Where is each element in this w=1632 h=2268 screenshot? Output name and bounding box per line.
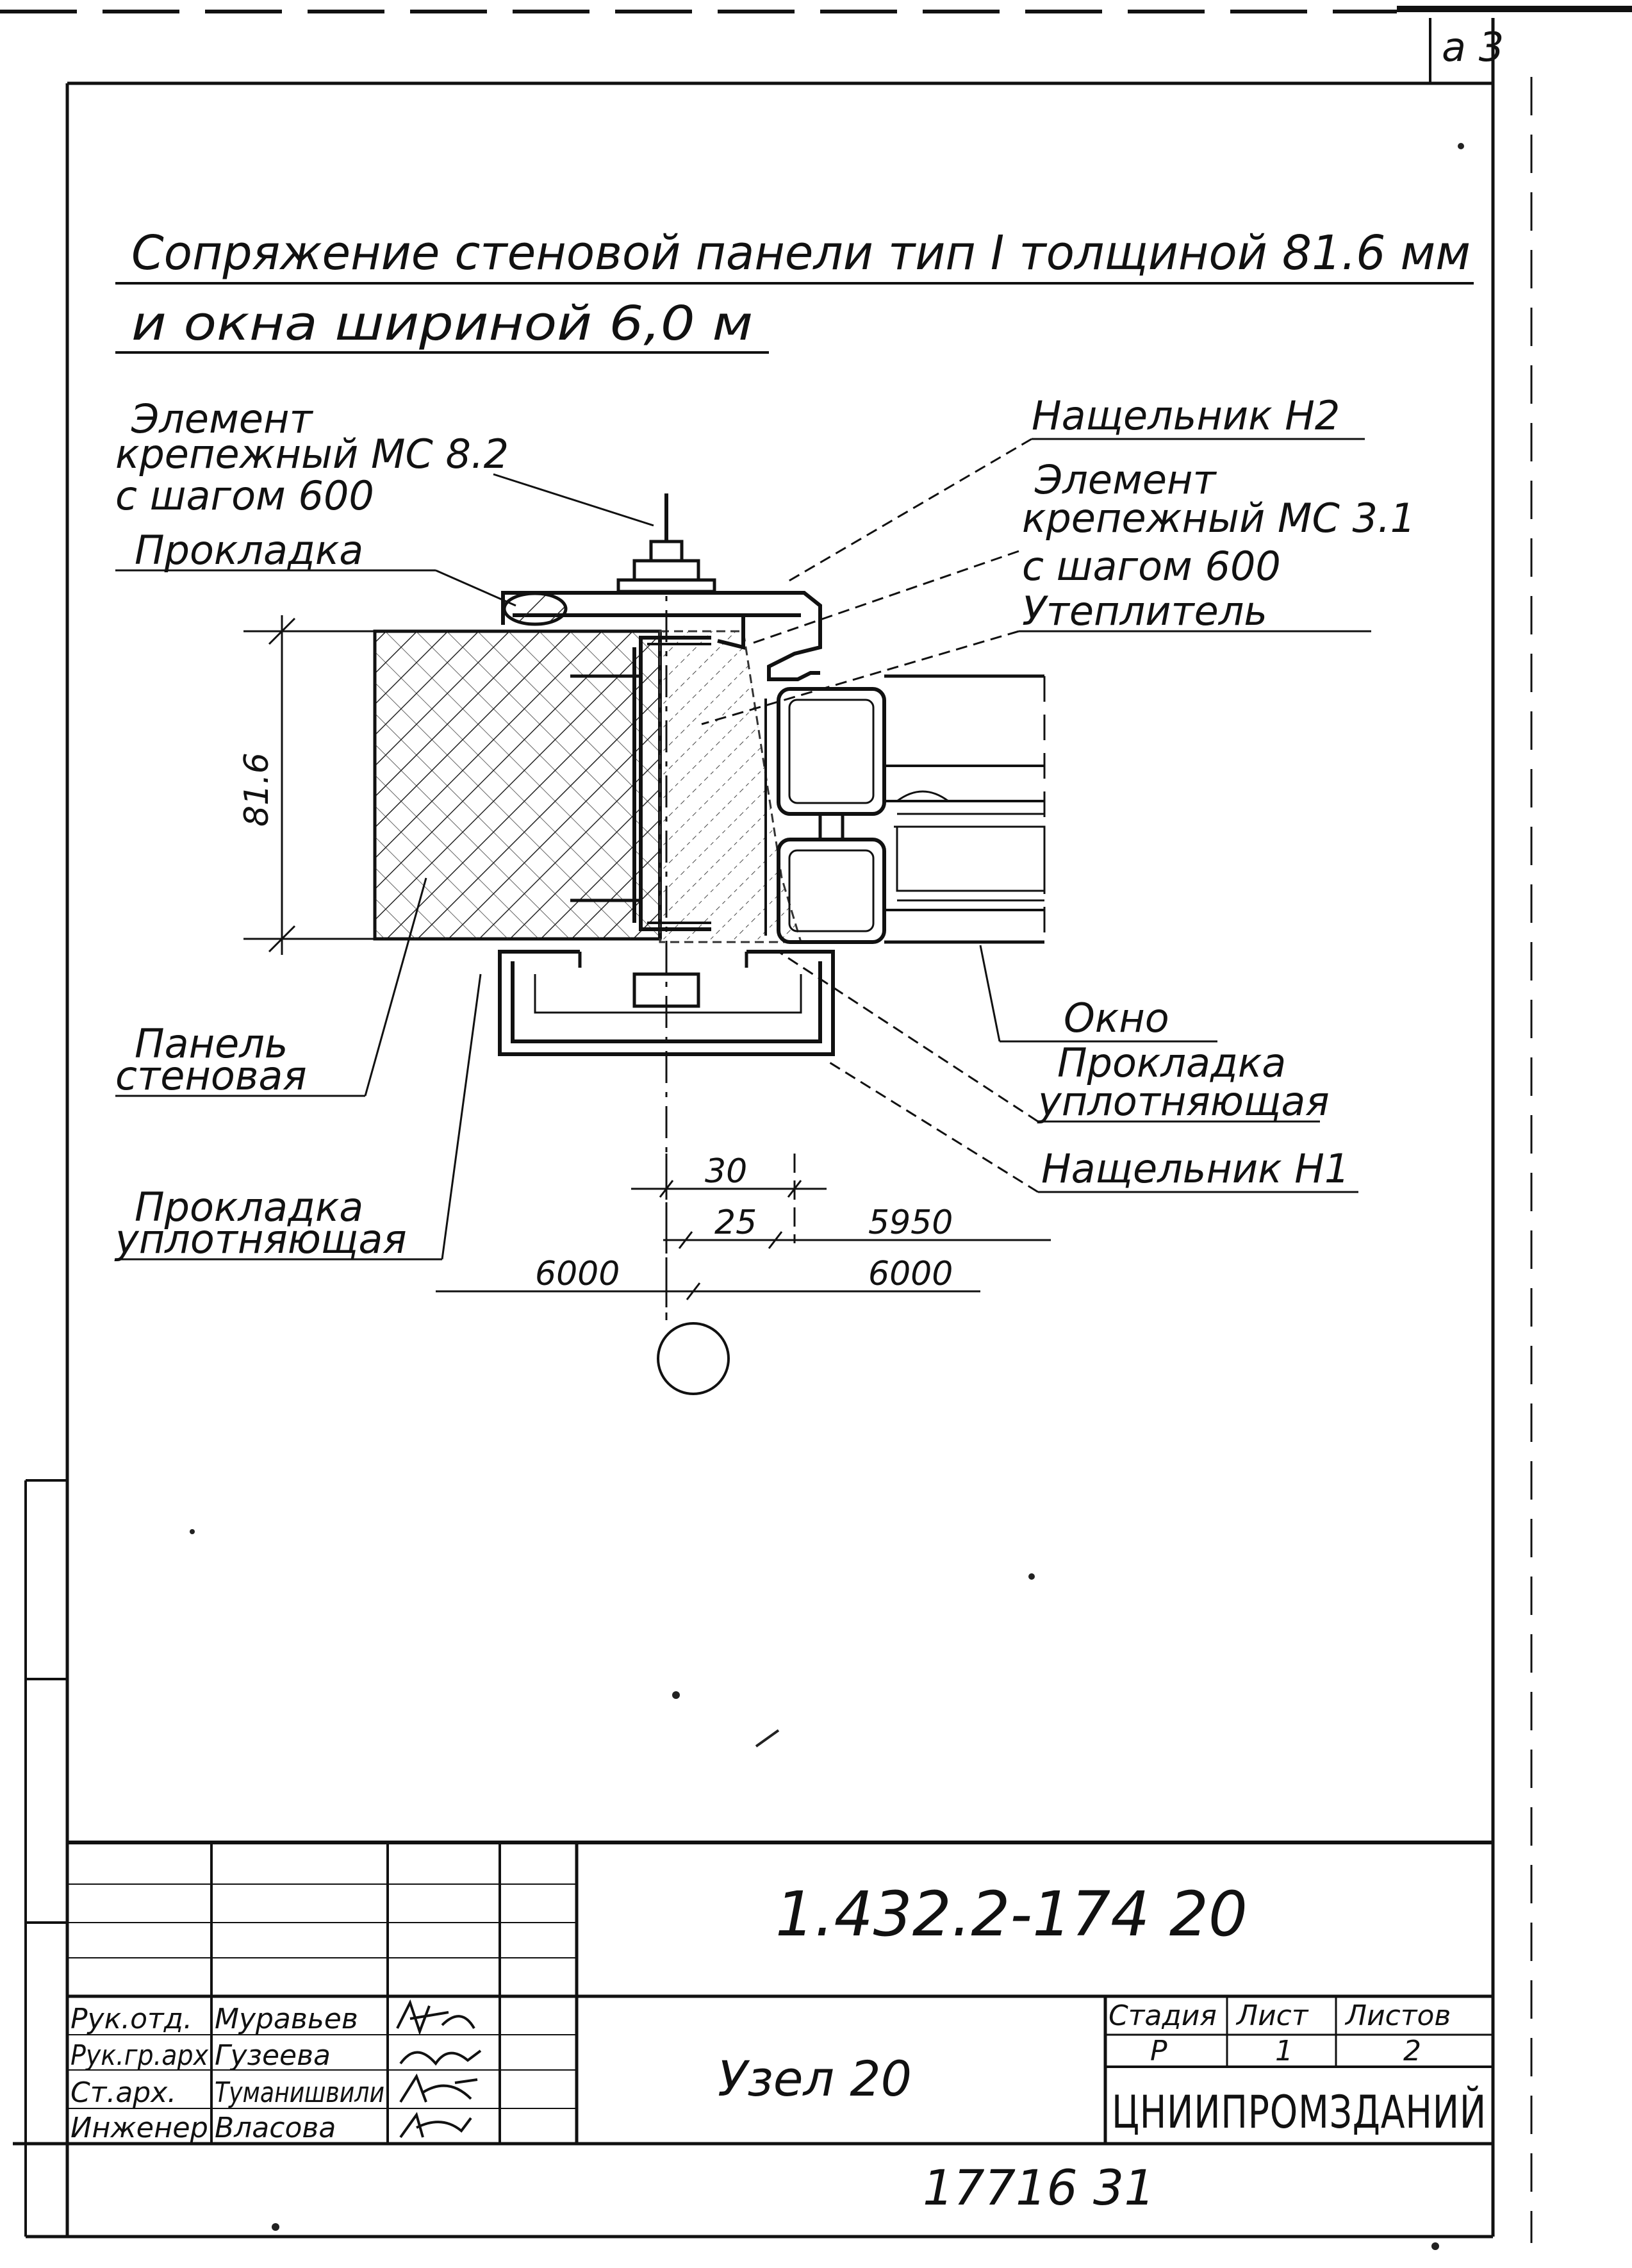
title-line-1: Сопряжение стеновой панели тип I толщино… [131, 226, 1471, 281]
organization: ЦНИИПРОМЗДАНИЙ [1112, 2086, 1487, 2139]
dim-30: 30 [705, 1152, 747, 1191]
dim-6000-right: 6000 [868, 1255, 953, 1293]
bolt-mc82 [616, 493, 716, 593]
staff-role-3: Инженер [70, 2112, 208, 2144]
label-cover-h2: Нащельник Н2 [1032, 392, 1340, 439]
top-gasket [502, 592, 568, 626]
scan-marks [190, 143, 1464, 2250]
sheet-frame [0, 6, 1632, 2243]
label-sealing-gasket-right-2: уплотняющая [1037, 1078, 1330, 1125]
fastener-mc31-channel [570, 636, 711, 931]
label-fastener-mc82-2: крепежный МС 8.2 [115, 431, 509, 477]
node-marker-circle [657, 1322, 730, 1395]
sheet-value: 1 [1275, 2035, 1293, 2067]
dimension-thickness-label: 81.6 [238, 752, 276, 827]
staff-name-2: Туманишвили [215, 2076, 384, 2109]
label-gasket: Прокладка [135, 527, 363, 574]
sheets-value: 2 [1403, 2035, 1421, 2067]
label-sealing-gasket-left-1: Прокладка [135, 1184, 363, 1230]
callout-labels: Элемент крепежный МС 8.2 с шагом 600 Про… [114, 392, 1415, 1262]
sheet-header: Лист [1235, 1999, 1309, 2032]
label-window: Окно [1064, 995, 1169, 1041]
staff-name-3: Власова [215, 2112, 336, 2144]
dimensions-bottom [436, 1154, 1051, 1320]
doc-code: 1.432.2-174 20 [775, 1878, 1248, 1950]
window-glazing [884, 674, 1046, 944]
staff-rows: Рук.отд. Муравьев Рук.гр.арх Гузеева Ст.… [70, 2003, 384, 2144]
title-line-2: и окна шириной 6,0 м [131, 296, 753, 351]
wall-panel [373, 629, 662, 941]
staff-role-1: Рук.гр.арх [70, 2039, 209, 2072]
label-fastener-mc31-3: с шагом 600 [1022, 543, 1281, 590]
dim-5950: 5950 [868, 1204, 953, 1242]
cover-strip-h1 [498, 950, 835, 1056]
staff-name-1: Гузеева [215, 2039, 331, 2072]
dim-25: 25 [714, 1204, 757, 1242]
staff-role-2: Ст.арх. [70, 2076, 176, 2109]
label-wall-panel-1: Панель [135, 1020, 288, 1067]
stage-value: Р [1150, 2035, 1167, 2067]
sheet-name: Узел 20 [718, 2050, 912, 2107]
corner-mark: а 3 [1442, 24, 1504, 70]
stage-header: Стадия [1109, 1999, 1217, 2032]
label-sealing-gasket-left-2: уплотняющая [114, 1216, 407, 1262]
signatures [396, 1999, 482, 2139]
label-cover-h1: Нащельник Н1 [1041, 1145, 1349, 1192]
label-sealing-gasket-right-1: Прокладка [1057, 1039, 1286, 1086]
drawing-title: Сопряжение стеновой панели тип I толщино… [115, 226, 1474, 354]
archive-number: 17716 31 [923, 2159, 1155, 2216]
label-fastener-mc82-1: Элемент [131, 395, 314, 442]
label-fastener-mc82-3: с шагом 600 [115, 472, 374, 519]
node-section-drawing: 81.6 30 25 5950 6000 6000 [115, 438, 1371, 1395]
staff-name-0: Муравьев [215, 2003, 358, 2035]
dim-6000-left: 6000 [535, 1255, 620, 1293]
label-wall-panel-2: стеновая [115, 1052, 307, 1099]
label-fastener-mc31-1: Элемент [1034, 456, 1217, 503]
sheets-header: Листов [1344, 1999, 1451, 2032]
window-frame-profile [764, 687, 886, 944]
title-block [13, 1841, 1493, 2146]
leader-lines [115, 438, 1371, 1261]
dimension-thickness [243, 615, 375, 955]
label-fastener-mc31-2: крепежный МС 3.1 [1022, 495, 1415, 542]
staff-role-0: Рук.отд. [70, 2003, 192, 2035]
label-insulation: Утеплитель [1022, 588, 1267, 634]
